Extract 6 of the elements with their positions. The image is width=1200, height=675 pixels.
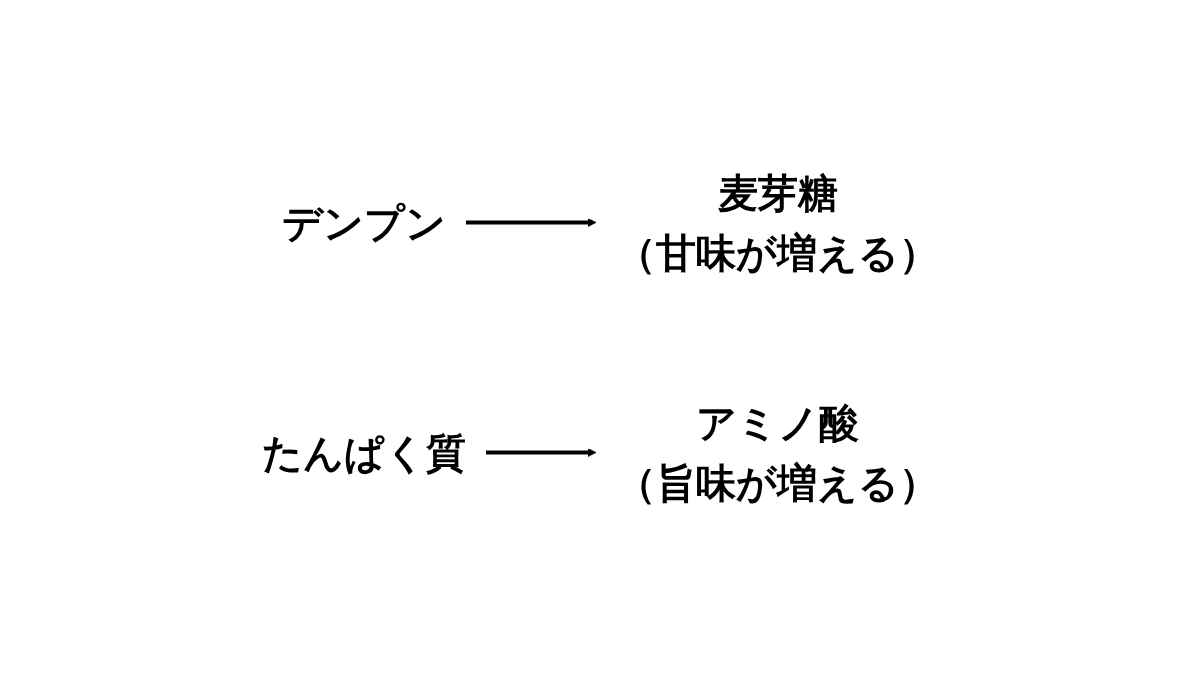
arrow — [485, 448, 596, 457]
node-text: アミノ酸 （旨味が増える） — [615, 399, 939, 506]
node-text: 麦芽糖 （甘味が増える） — [615, 169, 939, 276]
node-text: デンプン — [281, 199, 446, 246]
node-text: たんぱく質 — [261, 429, 466, 476]
arrow — [465, 218, 596, 227]
